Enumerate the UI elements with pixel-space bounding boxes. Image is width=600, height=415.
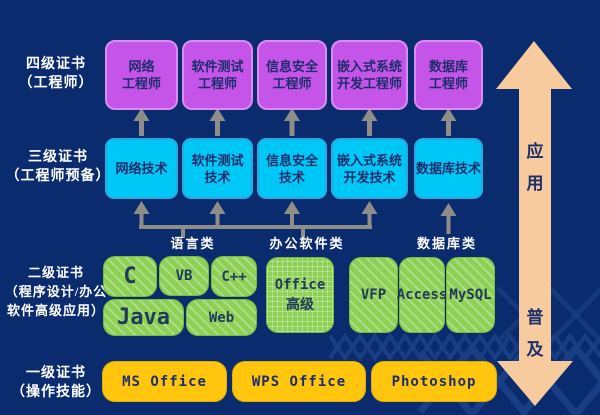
box-text: 数据库 [428,59,468,74]
box-text: 工程师 [121,76,161,91]
up-arrow-icon [440,108,457,136]
level2-box-access: Access [397,257,447,333]
up-arrow-icon [361,108,378,136]
level3-box: 嵌入式系统 开发技术 [331,138,408,199]
up-arrow-icon [284,201,300,226]
stem-line [181,229,185,238]
box-text: 网络技术 [115,161,168,176]
up-arrow-icon [133,108,150,136]
double-arrow-icon [496,41,573,406]
level3-box: 软件测试 技术 [182,138,253,199]
box-text: 软件测试 [191,59,244,74]
level4-box: 嵌入式系统 开发工程师 [331,40,408,110]
level1-box-wps-office: WPS Office [232,361,366,402]
level4-box: 网络 工程师 [105,40,178,110]
level1-side-label: 一级证书 （操作技能） [4,364,108,402]
level2-to-level3-connector [133,201,457,238]
up-arrow-icon [209,201,226,226]
box-text: 嵌入式系统 [336,152,402,168]
box-text: 开发技术 [343,169,396,185]
level1-box-photoshop: Photoshop [371,361,497,402]
category-label-language: 语言类 [170,236,216,251]
level3-box: 数据库技术 [414,138,483,199]
category-label-database: 数据库类 [416,236,478,251]
level2-box-vb: VB [159,256,209,296]
level3-side-label: 三级证书 （工程师预备） [0,148,116,186]
side-arrow-bottom-label: 普及 [526,308,544,359]
box-text: 技术 [204,169,231,185]
box-text: 工程师 [428,76,468,91]
label-line: 三级证书 [28,150,88,165]
level2-box-cpp: C++ [211,256,257,297]
level3-box: 信息安全 技术 [257,138,327,199]
label-line: 二级证书 [27,265,84,280]
stem-line [301,229,305,238]
box-text: 开发工程师 [336,76,402,91]
up-arrow-icon [209,108,226,136]
side-arrow-top-label: 应用 [526,142,544,193]
level4-side-label: 四级证书 （工程师） [4,55,108,93]
label-line: （工程师） [18,76,94,91]
up-arrow-icon [361,201,378,226]
box-text: 信息安全 [265,59,318,74]
label-line: （操作技能） [11,385,101,400]
level2-side-label: 二级证书 （程序设计/办公 软件高级应用） [0,263,112,320]
level2-box-web: Web [186,299,257,336]
level1-box-ms-office: MS Office [102,361,227,402]
box-text: 嵌入式系统 [336,59,402,74]
level4-box: 信息安全 工程师 [257,40,327,110]
level2-box-java: Java [103,299,184,336]
level2-box-office: Office 高级 [266,257,334,333]
level3-box: 网络技术 [105,138,178,199]
level2-box-vfp: VFP [349,257,398,333]
up-arrow-icon [133,201,150,226]
label-line: 四级证书 [26,57,86,72]
level4-box: 数据库 工程师 [414,40,483,110]
box-text: 信息安全 [265,152,318,168]
box-text: 数据库技术 [416,161,482,176]
box-text: 工程师 [272,76,312,91]
level4-box: 软件测试 工程师 [182,40,253,110]
level2-box-mysql: MySQL [446,257,495,333]
category-label-office: 办公软件类 [269,236,345,251]
label-line: 软件高级应用） [6,303,105,318]
level3-to-level4-arrows [133,108,457,136]
up-arrow-icon [284,108,300,136]
label-line: 一级证书 [26,366,86,381]
up-arrow-icon [440,203,457,234]
box-text: 工程师 [197,76,237,91]
level2-box-c: C [103,256,157,297]
box-text: 技术 [278,169,305,185]
label-line: （工程师预备） [5,169,111,184]
label-line: （程序设计/办公 [4,284,108,299]
box-text: 软件测试 [191,152,244,168]
box-text: 网络 [128,59,155,74]
connector-line [139,225,372,229]
